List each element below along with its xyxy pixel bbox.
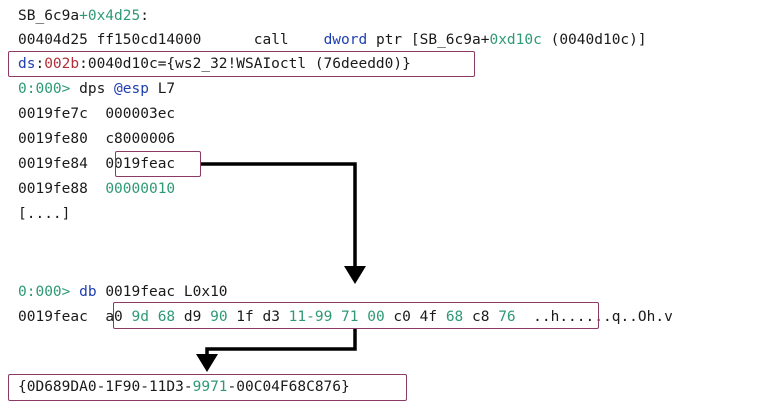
dump-address: 0019feac <box>18 309 88 325</box>
stack-address: 0019fe84 <box>18 156 88 172</box>
command-argument: L7 <box>148 81 176 97</box>
disasm-label-line: SB_6c9a+0x4d25: <box>18 6 149 26</box>
label-offset: 0x4d25 <box>87 8 141 24</box>
resolved-symbol: :0040d10c={ws2_32!WSAIoctl (76deedd0)} <box>79 56 411 72</box>
label-name: SB_6c9a <box>18 8 80 24</box>
guid-part: -00C04F68C876} <box>227 379 350 395</box>
debugger-prompt: 0:000> <box>18 81 71 97</box>
label-plus: + <box>79 8 88 24</box>
instr-offset: 0xd10c <box>489 32 542 48</box>
stack-row: 0019fe88 00000010 <box>18 179 175 199</box>
command-register: @esp <box>114 81 149 97</box>
guid-line: {0D689DA0-1F90-11D3-9971-00C04F68C876} <box>18 377 350 397</box>
instr-operand-tail: (0040d10c)] <box>541 32 647 48</box>
memory-dump-line: 0019feac a0 9d 68 d9 90 1f d3 11-99 71 0… <box>18 307 673 327</box>
segment-value: 002b <box>44 56 80 72</box>
arrow-dump-to-guid <box>196 329 357 372</box>
instr-bytes: ff150cd14000 <box>96 32 202 48</box>
dump-ascii: ..h......q..Oh.v <box>533 309 673 325</box>
resolved-target-line: ds:002b:0040d10c={ws2_32!WSAIoctl (76dee… <box>18 54 411 74</box>
stack-row: 0019fe80 c8000006 <box>18 129 175 149</box>
guid-part-highlight: 9971 <box>192 379 228 395</box>
stack-address: 0019fe7c <box>18 106 88 122</box>
dump-bytes-highlight-box <box>113 302 599 329</box>
label-colon: : <box>140 8 149 24</box>
dump-bytes: a0 9d 68 d9 90 1f d3 11-99 71 00 c0 4f 6… <box>105 309 516 325</box>
command-name: db <box>70 284 97 300</box>
db-command-line: 0:000> db 0019feac L0x10 <box>18 282 228 302</box>
stack-address: 0019fe80 <box>18 131 88 147</box>
stack-value: 00000010 <box>105 181 176 197</box>
guid-highlight-box <box>8 374 407 401</box>
segment-register: ds <box>18 56 36 72</box>
instr-mnemonic: call <box>253 32 289 48</box>
instr-operand: ptr [SB_6c9a+ <box>375 32 490 48</box>
pointer-highlight-box <box>115 151 201 177</box>
stack-value: 000003ec <box>105 106 176 122</box>
command-name: dps <box>70 81 115 97</box>
stack-row: 0019fe84 0019feac <box>18 154 175 174</box>
stack-row: 0019fe7c 000003ec <box>18 104 175 124</box>
instr-keyword: dword <box>323 32 368 48</box>
instr-address: 00404d25 <box>18 32 88 48</box>
dps-command-line: 0:000> dps @esp L7 <box>18 79 175 99</box>
disasm-call-line: 00404d25 ff150cd14000 call dword ptr [SB… <box>18 30 647 50</box>
stack-value: c8000006 <box>105 131 176 147</box>
guid-part: {0D689DA0-1F90-11D3- <box>18 379 193 395</box>
stack-value-pointer: 0019feac <box>105 156 176 172</box>
segment-colon: : <box>35 56 45 72</box>
stack-address: 0019fe88 <box>18 181 88 197</box>
command-argument: 0019feac L0x10 <box>96 284 228 300</box>
resolved-target-highlight-box <box>8 51 475 77</box>
debugger-prompt: 0:000> <box>18 284 71 300</box>
ellipsis-line: [....] <box>18 206 71 222</box>
arrow-pointer-to-dump <box>201 162 366 284</box>
